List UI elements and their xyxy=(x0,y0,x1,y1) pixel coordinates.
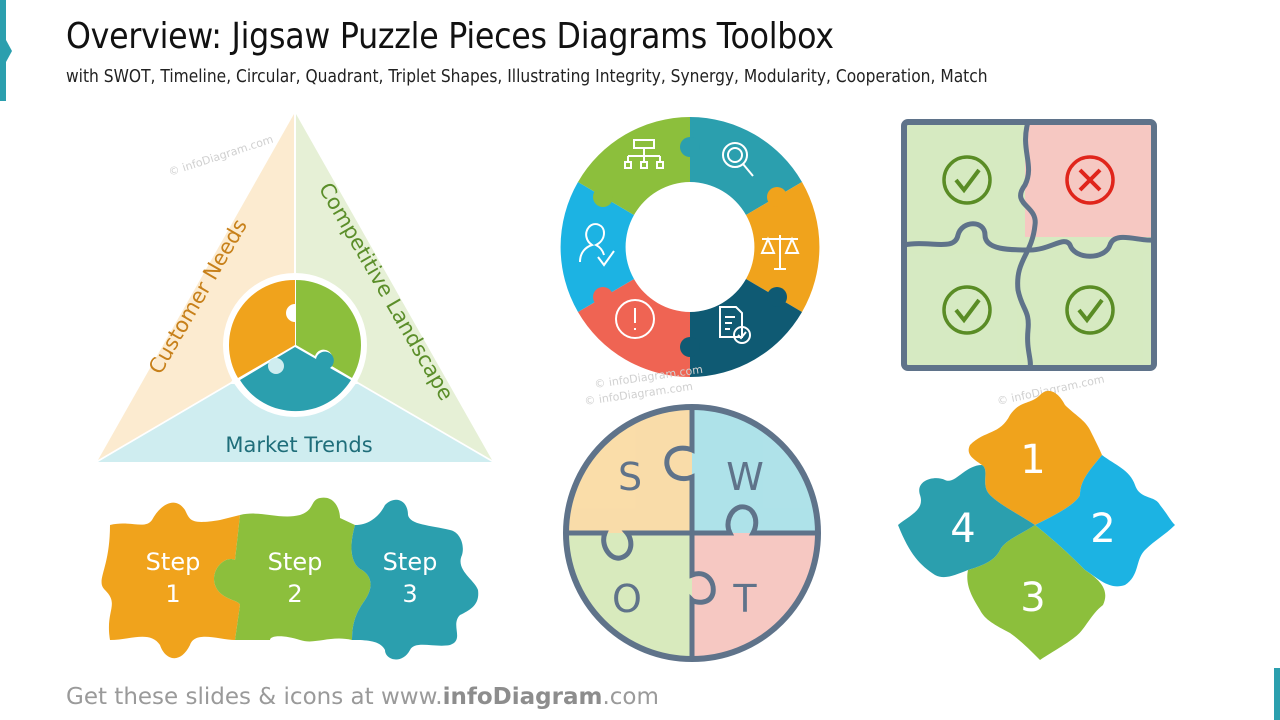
check-icon-top-left xyxy=(942,155,992,205)
left-accent-bar xyxy=(0,0,6,101)
exclamation-icon xyxy=(615,299,655,339)
cross-icon-top-right xyxy=(1065,155,1115,205)
label-market-trends: Market Trends xyxy=(225,433,372,457)
step-2-number: 2 xyxy=(287,580,302,608)
puzzle-number-4: 4 xyxy=(950,506,975,552)
puzzle-piece-2 xyxy=(1035,455,1175,587)
swot-letter-t: T xyxy=(732,577,757,621)
page-subtitle: with SWOT, Timeline, Circular, Quadrant,… xyxy=(66,66,988,87)
puzzle-piece-3 xyxy=(967,525,1106,660)
scales-icon xyxy=(760,235,800,270)
puzzle-piece-4 xyxy=(898,465,1035,578)
step-piece-1 xyxy=(101,502,240,659)
puzzle-number-1: 1 xyxy=(1020,437,1045,483)
footer-prefix: Get these slides & icons at www. xyxy=(66,684,443,710)
puzzle-number-3: 3 xyxy=(1020,575,1045,621)
swot-circle-puzzle: © infoDiagram.com S W O T xyxy=(563,380,821,662)
step-timeline-puzzle: Step 1 Step 2 Step 3 xyxy=(101,497,479,660)
step-piece-2 xyxy=(214,497,371,642)
circular-puzzle-ring: © infoDiagram.com xyxy=(560,117,820,391)
piece-fill-top-left xyxy=(905,122,1025,242)
swot-fill-o xyxy=(566,533,692,659)
left-accent-notch xyxy=(6,40,12,62)
piece-fill-bottom-left xyxy=(905,242,1025,367)
footer-credit: Get these slides & icons at www.infoDiag… xyxy=(66,684,659,710)
puzzle-number-2: 2 xyxy=(1090,506,1115,552)
check-icon-bottom-right xyxy=(1065,285,1115,335)
triangle-segment-competitive-landscape xyxy=(296,114,492,460)
org-chart-icon xyxy=(624,139,664,169)
puzzle-piece-green xyxy=(296,280,362,378)
page-title: Overview: Jigsaw Puzzle Pieces Diagrams … xyxy=(66,16,834,57)
magnifier-icon xyxy=(722,142,754,177)
step-1-number: 1 xyxy=(165,580,180,608)
match-square-puzzle xyxy=(901,119,1157,371)
swot-letter-s: S xyxy=(618,455,642,499)
step-3-number: 3 xyxy=(402,580,417,608)
ring-segment-orange xyxy=(746,182,820,312)
puzzle-piece-teal xyxy=(240,347,351,412)
ring-segment-blue xyxy=(560,182,634,312)
swot-fill-s xyxy=(566,407,692,533)
check-icon-bottom-left xyxy=(942,285,992,335)
triangle-triplet-diagram: © infoDiagram.com Customer Needs Competi… xyxy=(98,114,492,462)
swot-letter-w: W xyxy=(726,455,764,499)
triangle-segment-customer-needs xyxy=(98,114,294,460)
puzzle-piece-1 xyxy=(968,390,1102,525)
triangle-segment-market-trends xyxy=(98,384,492,462)
step-piece-3 xyxy=(351,499,479,660)
step-1-label: Step xyxy=(146,548,201,576)
step-2-label: Step xyxy=(268,548,323,576)
step-3-label: Step xyxy=(383,548,438,576)
user-check-icon xyxy=(579,223,615,267)
diamond-four-piece-puzzle: © infoDiagram.com 1 2 3 4 xyxy=(898,372,1175,660)
swot-fill-w xyxy=(692,407,818,533)
swot-letter-o: O xyxy=(612,577,642,621)
watermark: © infoDiagram.com xyxy=(167,133,275,179)
puzzle-piece-orange xyxy=(228,279,295,378)
right-accent-bar xyxy=(1274,668,1280,720)
swot-fill-t xyxy=(692,533,818,659)
footer-suffix: .com xyxy=(602,684,659,710)
footer-brand: infoDiagram xyxy=(442,684,603,710)
document-check-icon xyxy=(719,306,751,344)
